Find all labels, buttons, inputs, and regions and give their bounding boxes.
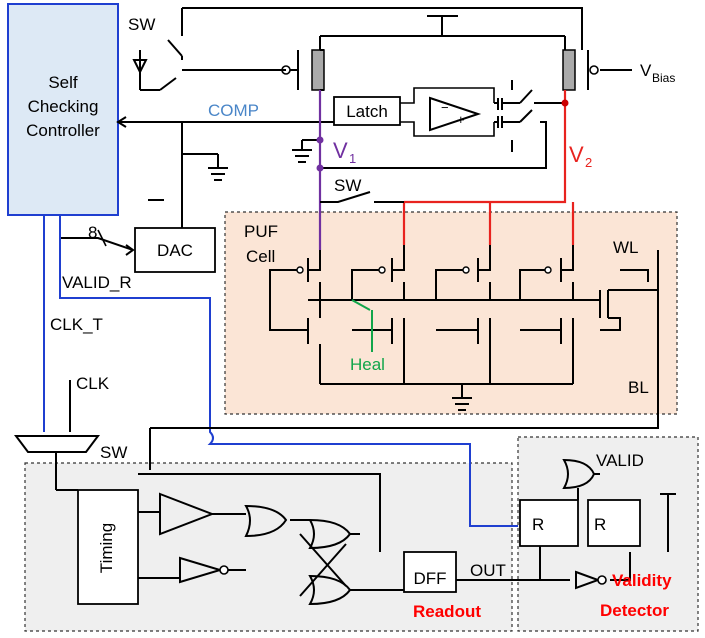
inverter-bubble xyxy=(219,565,229,575)
controller-label-3: Controller xyxy=(26,121,100,140)
validity-or-gate xyxy=(562,458,676,552)
validity-inverter-bubble xyxy=(597,575,607,585)
mux-output xyxy=(55,398,659,491)
comp-plus: + xyxy=(457,112,465,127)
dac-arrow xyxy=(125,244,135,256)
v1-feedback-wire xyxy=(320,121,547,169)
bits-label: 8 xyxy=(88,223,97,242)
mux-switch xyxy=(14,435,100,453)
pmos-left xyxy=(311,49,325,91)
comp-arrow xyxy=(116,116,127,128)
dac-box xyxy=(134,227,216,273)
sw-mid-switch xyxy=(320,191,404,203)
valid-label: VALID xyxy=(596,451,644,470)
out-label: OUT xyxy=(470,561,506,580)
latch-box xyxy=(333,96,401,126)
sw-top-arm xyxy=(140,77,177,91)
sw-top-buffer xyxy=(132,50,148,90)
validity-label-1: Validity xyxy=(612,571,672,590)
sw-mux-label: SW xyxy=(100,443,127,462)
v2-wire xyxy=(402,90,575,245)
sw-mid-label: SW xyxy=(334,176,361,195)
v2-label: V xyxy=(569,142,584,167)
cap-switches xyxy=(502,80,533,152)
top-bias-wire xyxy=(182,7,583,36)
clk-t-label: CLK_T xyxy=(50,315,103,334)
timing-box xyxy=(77,489,139,605)
ground-1 xyxy=(181,122,228,200)
dac-label: DAC xyxy=(157,241,193,260)
clk-label: CLK xyxy=(76,374,110,393)
readout-label: Readout xyxy=(413,602,481,621)
puf-transistors xyxy=(269,245,659,411)
v1-label: V xyxy=(333,138,348,163)
puf-cell-region xyxy=(224,211,678,415)
nor-gate-1 xyxy=(212,504,288,571)
dff-wires xyxy=(379,496,631,581)
v1-node-a xyxy=(316,136,324,144)
readout-inverter xyxy=(179,556,224,584)
bus-slash xyxy=(97,229,107,247)
register-r1 xyxy=(519,499,579,547)
comp-minus: − xyxy=(441,100,449,115)
puf-label-1: PUF xyxy=(244,222,278,241)
supply-rail xyxy=(319,35,566,50)
r2-label: R xyxy=(594,515,606,534)
comp-label: COMP xyxy=(208,101,259,120)
register-r2 xyxy=(587,499,641,547)
capacitors xyxy=(494,98,503,128)
puf-bubble-3 xyxy=(462,266,470,274)
valid-r-wire xyxy=(59,215,518,527)
sr-latch-wires xyxy=(290,519,404,597)
comparator-feedback xyxy=(400,87,495,137)
v2-node xyxy=(561,99,569,107)
vbias-label: V xyxy=(640,61,652,80)
valid-r-label: VALID_R xyxy=(62,273,132,292)
ground-2 xyxy=(292,140,312,163)
sw-top-label: SW xyxy=(128,15,155,34)
pmos-right-bubble xyxy=(589,65,599,75)
validity-inverter xyxy=(575,570,601,590)
puf-label-2: Cell xyxy=(246,247,275,266)
dff-label: DFF xyxy=(413,569,446,588)
heal-label: Heal xyxy=(350,355,385,374)
wl-label: WL xyxy=(613,238,639,257)
timing-wires xyxy=(138,473,381,579)
vbias-sub: Bias xyxy=(652,71,675,85)
pmos-left-terminals xyxy=(290,49,324,140)
v2-sub: 2 xyxy=(585,155,592,170)
readout-amp xyxy=(159,492,215,536)
validity-label-2: Detector xyxy=(600,601,669,620)
puf-bubble-1 xyxy=(296,266,304,274)
pmos-right xyxy=(562,49,576,91)
dff-box xyxy=(403,551,457,593)
latch-label: Latch xyxy=(346,102,388,121)
v1-sub: 1 xyxy=(349,151,356,166)
sw-top-switch xyxy=(167,8,286,71)
controller-box xyxy=(7,3,119,216)
sr-latch-gates xyxy=(308,518,352,606)
controller-label-1: Self xyxy=(48,73,78,92)
r1-label: R xyxy=(532,515,544,534)
heal-switch xyxy=(351,299,373,352)
timing-label: Timing xyxy=(97,523,116,573)
v1-node-b xyxy=(316,164,324,172)
bl-label: BL xyxy=(628,378,649,397)
controller-label-2: Checking xyxy=(28,97,99,116)
comparator xyxy=(429,96,482,132)
puf-bubble-4 xyxy=(544,266,552,274)
puf-bubble-2 xyxy=(378,266,386,274)
pmos-right-terminals xyxy=(581,8,632,90)
